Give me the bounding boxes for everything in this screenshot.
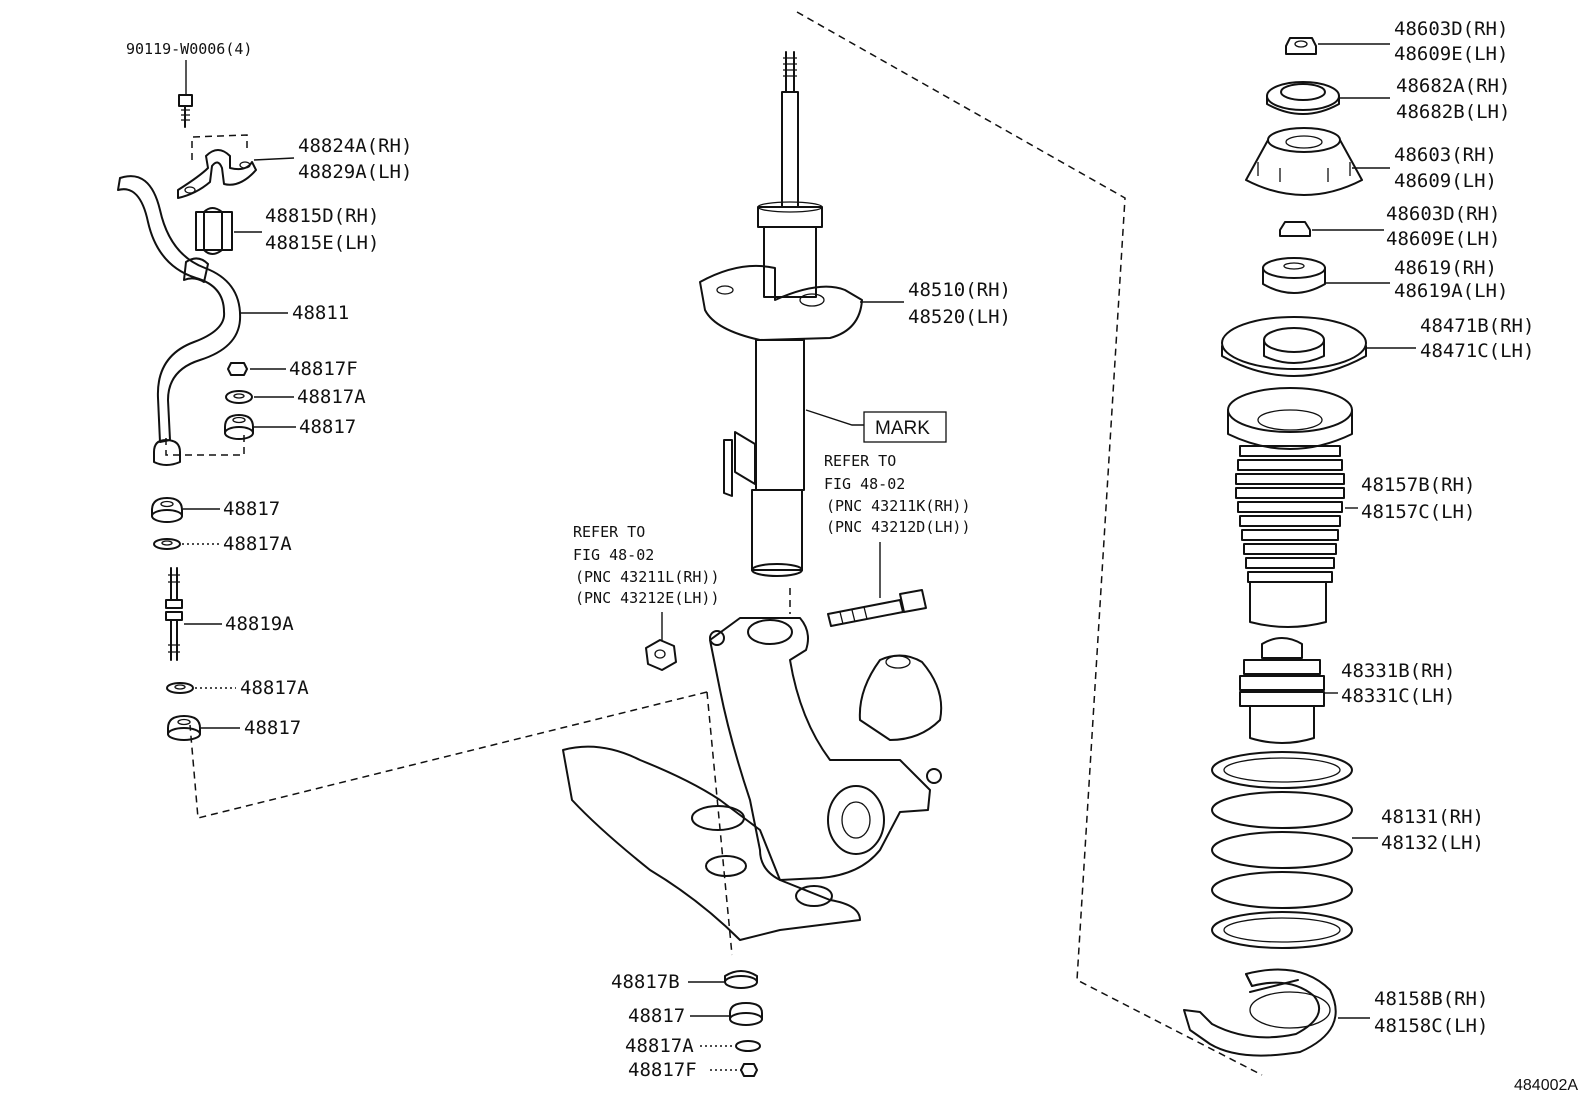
label-insulator-lh: 48158C(LH)	[1374, 1015, 1488, 1037]
shock-absorber-icon	[699, 51, 863, 577]
bolt-90119-icon	[178, 94, 193, 128]
spring-seat-icon	[1221, 316, 1367, 377]
label-48817-lower: 48817	[244, 717, 301, 739]
label-top-nut-lh: 48609E(LH)	[1394, 43, 1508, 65]
label-stabilizer-bar: 48811	[292, 302, 349, 324]
spring-insulator-icon	[1183, 968, 1337, 1057]
label-mid-nut-rh: 48603D(RH)	[1386, 203, 1500, 225]
bump-stop-icon	[1239, 637, 1325, 744]
label-48817-upper: 48817	[299, 416, 356, 438]
label-boot-rh: 48157B(RH)	[1361, 474, 1475, 496]
label-spring-lh: 48132(LH)	[1381, 832, 1484, 854]
label-retainer-lh: 48619A(LH)	[1394, 280, 1508, 302]
label-insulator-rh: 48158B(RH)	[1374, 988, 1488, 1010]
leader-mark	[805, 409, 864, 426]
label-bracket-rh: 48824A(RH)	[298, 135, 412, 157]
support-cover-icon	[1266, 81, 1340, 115]
label-mid-nut-lh: 48609E(LH)	[1386, 228, 1500, 250]
label-absorber-lh: 48520(LH)	[908, 306, 1011, 328]
stabilizer-bushing-icon	[195, 207, 233, 255]
knuckle-bolt-icon	[827, 589, 927, 627]
label-refer-right-3: (PNC 43211K(RH))	[826, 497, 971, 515]
label-cover-lh: 48682B(LH)	[1396, 101, 1510, 123]
label-48817a-bottom: 48817A	[625, 1035, 694, 1057]
retainer-icon	[1262, 257, 1326, 294]
label-boot-lh: 48157C(LH)	[1361, 501, 1475, 523]
bottom-b-icon	[724, 970, 758, 989]
label-cover-rh: 48682A(RH)	[1396, 75, 1510, 97]
bottom-cushion-icon	[729, 1002, 763, 1026]
bracket-dashed-line	[191, 134, 248, 160]
label-refer-left-1: REFER TO	[573, 523, 645, 541]
mid-nut-icon	[1279, 221, 1311, 237]
label-48817-mid: 48817	[223, 498, 280, 520]
label-absorber-rh: 48510(RH)	[908, 279, 1011, 301]
link-cushion-mid-icon	[151, 497, 183, 523]
stabilizer-link-icon	[165, 567, 183, 661]
boot-icon	[1227, 387, 1353, 628]
label-bracket-lh: 48829A(LH)	[298, 161, 412, 183]
label-top-nut-rh: 48603D(RH)	[1394, 18, 1508, 40]
label-support-rh: 48603(RH)	[1394, 144, 1497, 166]
leader-bracket	[253, 157, 295, 161]
knuckle-nut-icon	[645, 639, 677, 671]
label-bumper-rh: 48331B(RH)	[1341, 660, 1455, 682]
label-retainer-rh: 48619(RH)	[1394, 257, 1497, 279]
bottom-a-icon	[735, 1040, 761, 1052]
label-mark: MARK	[875, 418, 930, 439]
top-nut-icon	[1285, 37, 1317, 55]
label-refer-right-4: (PNC 43212D(LH))	[826, 518, 971, 536]
label-spring-rh: 48131(RH)	[1381, 806, 1484, 828]
label-48817-bottom: 48817	[628, 1005, 685, 1027]
label-48817a-mid: 48817A	[223, 533, 292, 555]
label-refer-right-2: FIG 48-02	[824, 475, 905, 493]
label-48817a-upper: 48817A	[297, 386, 366, 408]
link-nut-f-upper-icon	[227, 362, 248, 376]
label-refer-left-4: (PNC 43212E(LH))	[575, 589, 720, 607]
label-refer-right-1: REFER TO	[824, 452, 896, 470]
label-seat-rh: 48471B(RH)	[1420, 315, 1534, 337]
steering-knuckle-icon	[709, 617, 943, 881]
label-refer-left-3: (PNC 43211L(RH))	[575, 568, 720, 586]
bottom-f-icon	[740, 1063, 758, 1077]
ball-joint-dashed	[706, 691, 733, 956]
label-48817f-bottom: 48817F	[628, 1059, 697, 1081]
link-washer-lower-icon	[166, 682, 194, 694]
label-48817a-lower: 48817A	[240, 677, 309, 699]
lower-arm-group-boundary	[189, 691, 708, 819]
link-cushion-lower-icon	[167, 715, 201, 741]
lower-arm-icon	[562, 745, 861, 941]
label-48819a: 48819A	[225, 613, 294, 635]
diagram-code: 484002A	[1514, 1077, 1578, 1094]
link-cushion-upper-icon	[224, 414, 254, 440]
support-icon	[1245, 127, 1363, 196]
label-bushing-lh: 48815E(LH)	[265, 232, 379, 254]
label-support-lh: 48609(LH)	[1394, 170, 1497, 192]
stabilizer-bracket-icon	[177, 149, 257, 199]
label-bolt-90119: 90119-W0006(4)	[126, 40, 252, 58]
coil-spring-icon	[1211, 751, 1353, 949]
label-refer-left-2: FIG 48-02	[573, 546, 654, 564]
link-washer-upper-icon	[225, 390, 253, 404]
strut-group-boundary	[796, 11, 1263, 1076]
label-48817b: 48817B	[611, 971, 680, 993]
stabilizer-bar-icon	[117, 175, 242, 466]
mark-box	[863, 411, 947, 443]
label-seat-lh: 48471C(LH)	[1420, 340, 1534, 362]
label-bushing-rh: 48815D(RH)	[265, 205, 379, 227]
link-washer-mid-icon	[153, 538, 181, 550]
label-bumper-lh: 48331C(LH)	[1341, 685, 1455, 707]
label-48817f-upper: 48817F	[289, 358, 358, 380]
